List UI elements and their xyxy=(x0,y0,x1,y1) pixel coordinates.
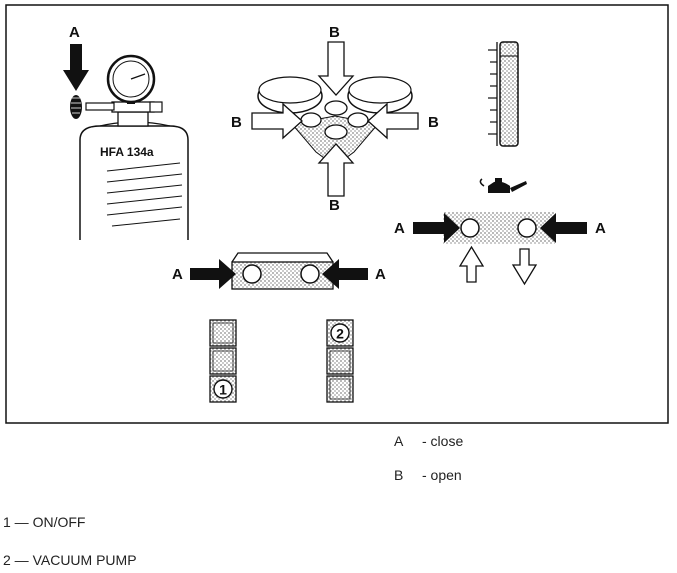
ac-station-diagram: HFA 134a A xyxy=(5,4,669,424)
label-a-oil-right: A xyxy=(595,220,606,237)
label-a-cylinder: A xyxy=(69,24,80,41)
manifold-assembly: B B B B xyxy=(231,24,439,214)
switch-label-on-off: 1 xyxy=(219,382,227,398)
note-vacuum-pump: 2 — VACUUM PUMP xyxy=(3,552,137,568)
close-arrow-cylinder: A xyxy=(63,24,89,91)
label-a-vac-right: A xyxy=(375,266,386,283)
oil-can-icon xyxy=(479,178,527,193)
label-b-left: B xyxy=(231,114,242,131)
switch-column-right: 2 xyxy=(326,319,354,403)
legend-key-b: B xyxy=(394,467,404,483)
label-b-top: B xyxy=(329,24,340,41)
label-a-vac-left: A xyxy=(172,266,183,283)
legend-text-close: - close xyxy=(422,433,464,449)
oil-valve-block: A A xyxy=(394,178,606,286)
legend-text-open: - open xyxy=(422,467,462,483)
label-b-right: B xyxy=(428,114,439,131)
switch-column-left: 1 xyxy=(209,319,237,403)
legend-open: B - open xyxy=(394,467,462,483)
vacuum-valve-block: A A xyxy=(172,252,386,290)
cylinder-label: HFA 134a xyxy=(100,145,154,159)
switch-label-vacuum-pump: 2 xyxy=(336,326,344,342)
legend-key-a: A xyxy=(394,433,404,449)
oil-level-gauge xyxy=(488,41,519,147)
label-a-oil-left: A xyxy=(394,220,405,237)
legend-close: A - close xyxy=(394,433,463,449)
refrigerant-cylinder: HFA 134a xyxy=(70,54,189,240)
label-b-bottom: B xyxy=(329,197,340,214)
note-on-off: 1 — ON/OFF xyxy=(3,514,86,530)
